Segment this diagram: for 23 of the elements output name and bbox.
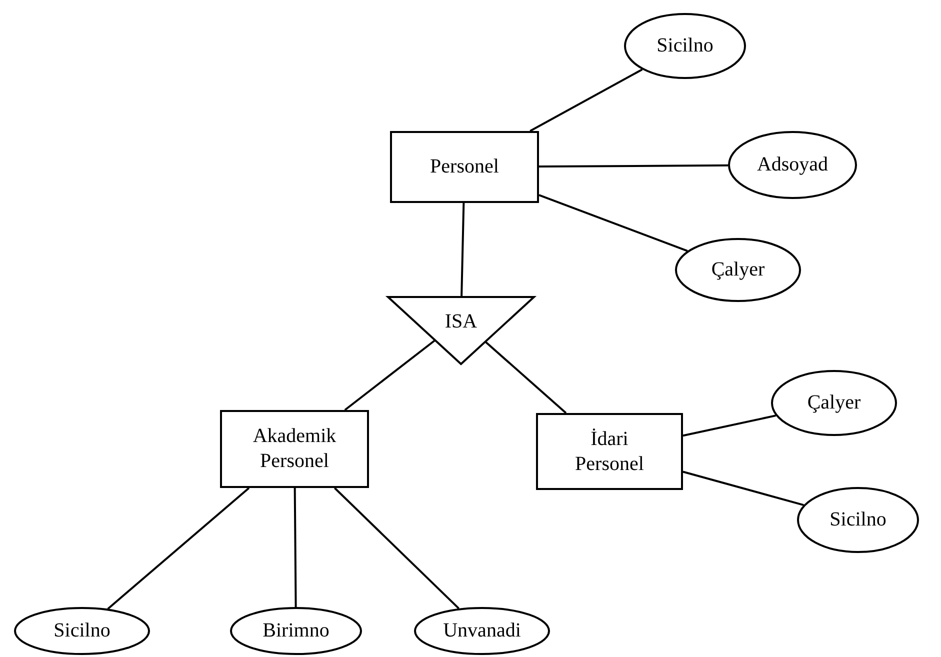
attribute-name: Sicilno (830, 508, 886, 532)
attribute-name: Çalyer (807, 390, 861, 416)
connector-line (539, 164, 728, 168)
connector-line (294, 488, 297, 608)
entity-name: Akademik Personel (252, 424, 338, 474)
connector-line (682, 414, 776, 437)
connector-line (107, 487, 250, 610)
connector-line (682, 470, 804, 506)
entity-name: İdari Personel (574, 426, 645, 476)
attribute-name: Sicilno (54, 618, 110, 644)
entity-name: Personel (429, 154, 500, 180)
connector-line (460, 202, 465, 296)
isa-label: ISA (444, 310, 478, 335)
connector-line (538, 194, 688, 252)
attribute-name: Unvanadi (443, 618, 521, 644)
attribute-name: Çalyer (711, 258, 765, 282)
attribute-name: Birimno (262, 618, 330, 644)
connector-line (344, 340, 436, 411)
connector-line (334, 487, 460, 610)
attribute-name: Adsoyad (756, 152, 828, 178)
connector-line (485, 341, 567, 414)
connector-line (530, 68, 643, 132)
attribute-name: Sicilno (656, 34, 714, 58)
